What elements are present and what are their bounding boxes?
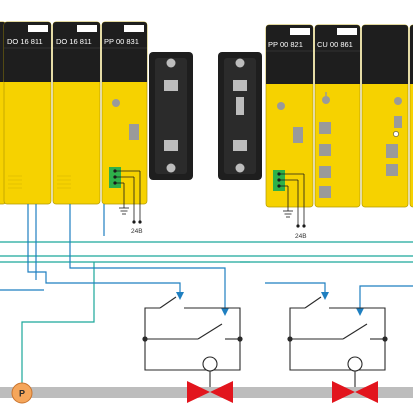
module-label: PP 00 831 <box>104 37 139 46</box>
supply-voltage-label: 24B <box>295 233 307 240</box>
right-supply-wiring <box>279 173 305 226</box>
rack-module-cu00861: CU 00 861 <box>314 24 361 208</box>
valve-actuator <box>202 356 218 372</box>
connector-block-left <box>149 52 193 180</box>
module-label: DO 16 811 <box>56 37 92 46</box>
relay-contacts-1 <box>144 296 241 371</box>
status-led <box>277 102 285 110</box>
rack-module-right-3 <box>393 24 413 208</box>
rack-module-pp00831: PP 00 831 <box>101 21 148 205</box>
valve-1 <box>187 381 233 403</box>
left-rack: DO 16 811 DO 16 811 PP 00 831 <box>0 21 148 235</box>
switch <box>129 124 139 140</box>
valve-actuator <box>347 356 363 372</box>
status-led <box>112 99 120 107</box>
pump-label: P <box>19 389 25 399</box>
relay-contacts-2 <box>289 296 386 371</box>
module-label: DO 16 811 <box>7 37 43 46</box>
right-rack: PP 00 821 CU 00 861 <box>265 24 413 240</box>
valve-2 <box>332 381 378 403</box>
module-label: PP 00 821 <box>268 40 303 49</box>
connector-block-right <box>218 52 262 180</box>
rack-module-do16811-b: DO 16 811 <box>52 21 101 205</box>
left-supply-wiring <box>115 170 141 222</box>
signal-arrows <box>176 292 364 316</box>
pump: P <box>11 382 33 404</box>
switch <box>293 127 303 143</box>
supply-voltage-label: 24B <box>131 228 143 235</box>
blue-signal-wires <box>0 204 413 311</box>
teal-bus-lines <box>0 241 413 383</box>
rack-module-right-2 <box>361 24 409 208</box>
rack-module-do16811-a: DO 16 811 <box>3 21 52 205</box>
module-label: CU 00 861 <box>317 40 353 49</box>
rack-module-pp00821: PP 00 821 <box>265 24 314 208</box>
